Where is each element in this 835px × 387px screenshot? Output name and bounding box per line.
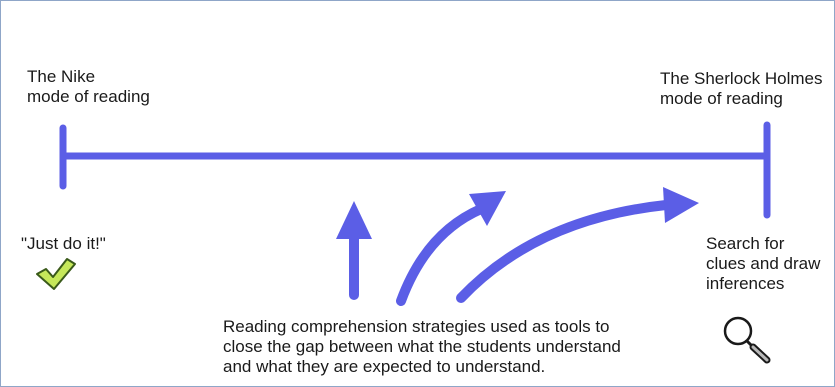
curved-arrow-long — [456, 187, 699, 303]
left-end-quote: "Just do it!" — [21, 234, 106, 253]
right-end-title: The Sherlock Holmes mode of reading — [660, 69, 823, 109]
right-end-title-line-1: The Sherlock Holmes — [660, 69, 823, 88]
caption-line-1: Reading comprehension strategies used as… — [223, 317, 610, 336]
magnifying-glass-icon — [723, 316, 771, 364]
left-end-title-line-1: The Nike — [27, 67, 96, 86]
checkmark-icon — [36, 258, 76, 290]
right-end-description-line-3: inferences — [706, 274, 785, 293]
left-end-title: The Nike mode of reading — [27, 67, 150, 107]
caption-line-2: close the gap between what the students … — [223, 337, 621, 356]
curved-arrow-short — [396, 191, 506, 306]
right-end-description: Search for clues and draw inferences — [706, 234, 834, 294]
left-end-title-line-2: mode of reading — [27, 87, 150, 106]
right-end-title-line-2: mode of reading — [660, 89, 783, 108]
caption-line-3: and what they are expected to understand… — [223, 357, 546, 376]
right-end-description-line-1: Search for — [706, 234, 785, 253]
up-arrow — [336, 201, 372, 300]
caption: Reading comprehension strategies used as… — [223, 317, 673, 377]
right-end-description-line-2: clues and draw — [706, 254, 821, 273]
